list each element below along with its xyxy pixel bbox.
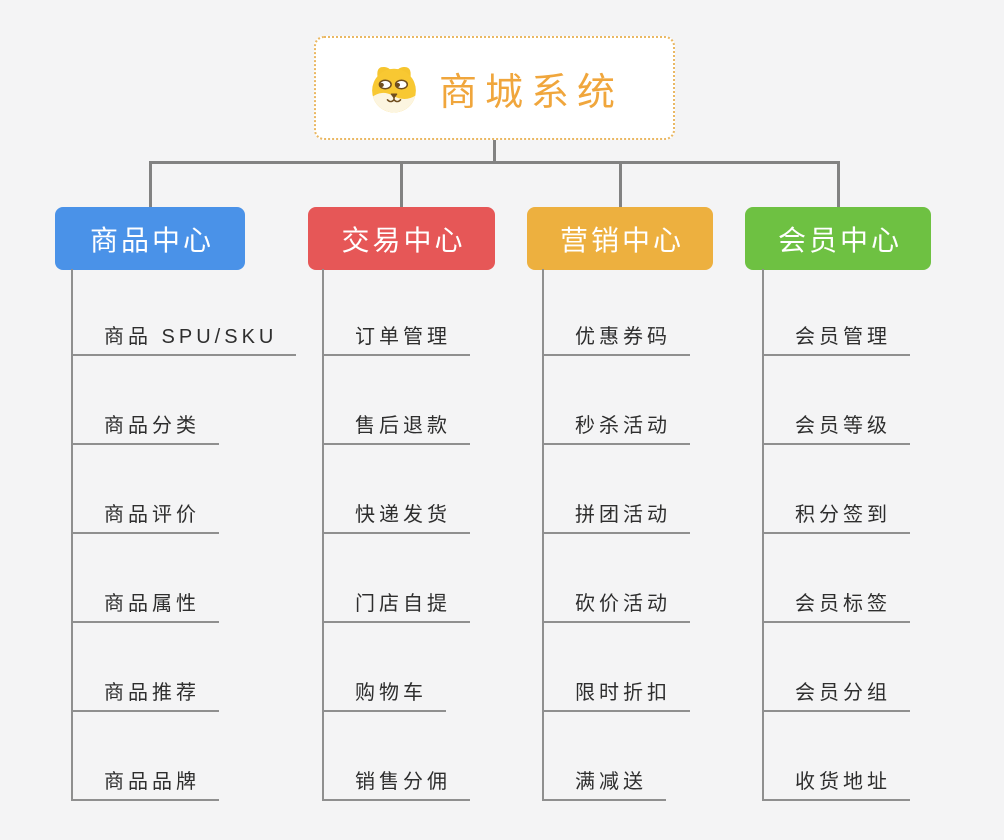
branch-node-member-center[interactable]: 会员中心 bbox=[745, 207, 931, 270]
leaf-node-member-level[interactable]: 会员等级 bbox=[762, 405, 910, 445]
connector-horizontal-bar bbox=[148, 161, 840, 164]
branch-column-line-product bbox=[71, 269, 73, 801]
leaf-node-shipping-address[interactable]: 收货地址 bbox=[762, 761, 910, 801]
branch-column-line-member bbox=[762, 269, 764, 801]
leaf-node-product-recommend[interactable]: 商品推荐 bbox=[71, 672, 219, 712]
branch-node-product-center[interactable]: 商品中心 bbox=[55, 207, 245, 270]
branch-node-marketing-center[interactable]: 营销中心 bbox=[527, 207, 713, 270]
leaf-node-shopping-cart[interactable]: 购物车 bbox=[322, 672, 446, 712]
branch-node-trade-center[interactable]: 交易中心 bbox=[308, 207, 495, 270]
leaf-node-product-review[interactable]: 商品评价 bbox=[71, 494, 219, 534]
leaf-node-order-management[interactable]: 订单管理 bbox=[322, 316, 470, 356]
dog-face-icon bbox=[372, 66, 416, 113]
branch-column-line-trade bbox=[322, 269, 324, 801]
leaf-node-express-delivery[interactable]: 快递发货 bbox=[322, 494, 470, 534]
connector-root-stem bbox=[493, 140, 496, 163]
leaf-node-coupon-code[interactable]: 优惠券码 bbox=[542, 316, 690, 356]
leaf-node-product-category[interactable]: 商品分类 bbox=[71, 405, 219, 445]
connector-drop-trade-center bbox=[399, 161, 403, 208]
leaf-node-bargain-activity[interactable]: 砍价活动 bbox=[542, 583, 690, 623]
leaf-node-product-attribute[interactable]: 商品属性 bbox=[71, 583, 219, 623]
leaf-node-product-brand[interactable]: 商品品牌 bbox=[71, 761, 219, 801]
leaf-node-member-group[interactable]: 会员分组 bbox=[762, 672, 910, 712]
leaf-node-member-management[interactable]: 会员管理 bbox=[762, 316, 910, 356]
leaf-node-spend-save[interactable]: 满减送 bbox=[542, 761, 666, 801]
branch-column-line-marketing bbox=[542, 269, 544, 801]
leaf-node-store-pickup[interactable]: 门店自提 bbox=[322, 583, 470, 623]
leaf-node-product-spu-sku[interactable]: 商品 SPU/SKU bbox=[71, 316, 297, 356]
leaf-node-sales-commission[interactable]: 销售分佣 bbox=[322, 761, 470, 801]
leaf-node-points-checkin[interactable]: 积分签到 bbox=[762, 494, 910, 534]
leaf-node-aftersale-refund[interactable]: 售后退款 bbox=[322, 405, 470, 445]
connector-drop-member-center bbox=[836, 161, 840, 208]
leaf-node-limited-time-discount[interactable]: 限时折扣 bbox=[542, 672, 690, 712]
leaf-node-group-buy[interactable]: 拼团活动 bbox=[542, 494, 690, 534]
root-node-label: 商城系统 bbox=[438, 71, 623, 114]
leaf-node-member-tag[interactable]: 会员标签 bbox=[762, 583, 910, 623]
connector-drop-marketing-center bbox=[618, 161, 622, 208]
connector-drop-product-center bbox=[148, 161, 152, 208]
root-node[interactable]: 商城系统 bbox=[314, 36, 675, 140]
leaf-node-flash-sale[interactable]: 秒杀活动 bbox=[542, 405, 690, 445]
